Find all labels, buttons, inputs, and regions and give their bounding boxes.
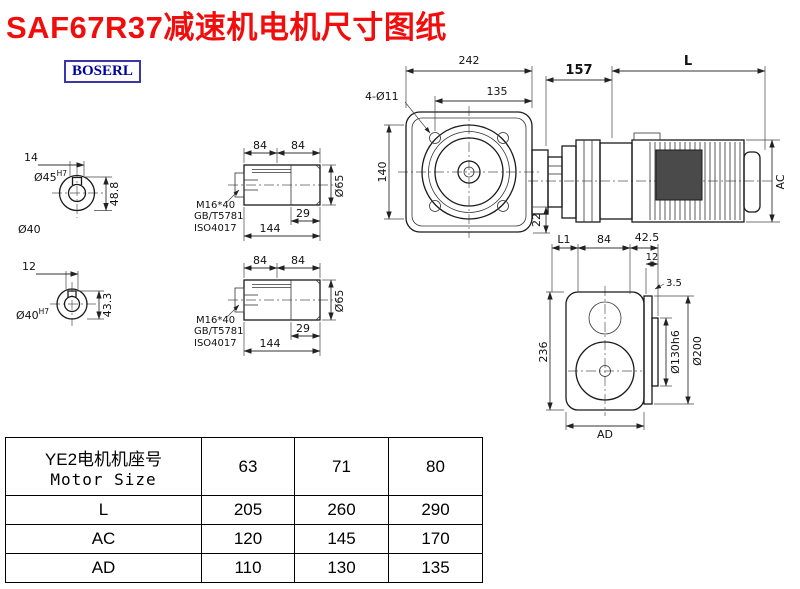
- dim-key-depth-48-8: 48.8: [108, 182, 121, 207]
- dim-d200: Ø200: [691, 336, 704, 366]
- dim-3-5: 3.5: [666, 278, 682, 289]
- dim-242: 242: [459, 54, 480, 67]
- dim-alt-bore-40: Ø40: [18, 223, 41, 236]
- dim-84b: 84: [291, 254, 305, 267]
- AC-value-71: 145: [294, 524, 389, 554]
- dim-AC: AC: [774, 174, 787, 189]
- dim-84a: 84: [253, 254, 267, 267]
- shaft2-outer-circle: [56, 288, 88, 320]
- bolt-spec: M16*40: [196, 200, 235, 211]
- dim-29: 29: [296, 322, 310, 335]
- shaft1-bore-circle: [67, 183, 87, 203]
- dim-AD: AD: [597, 428, 613, 441]
- L-value-80: 290: [388, 495, 483, 525]
- shaft1-bore-tol: H7: [57, 169, 68, 178]
- AC-value-63: 120: [201, 524, 295, 554]
- row-label-L: L: [5, 495, 202, 525]
- L-value-63: 205: [201, 495, 295, 525]
- table-row-AC: AC 120 145 170: [5, 524, 483, 554]
- shaft2-bore-circle: [63, 295, 81, 313]
- bolt-hole: [497, 200, 509, 212]
- output-flange-disc: [643, 295, 653, 405]
- motor-frame-label-en: Motor Size: [50, 469, 157, 489]
- dim-key-width-12: 12: [22, 260, 36, 273]
- dim-d65: Ø65: [333, 290, 346, 313]
- fan-cover: [743, 151, 761, 213]
- dim-144: 144: [260, 337, 281, 350]
- shaft2-bore-label: Ø40H7: [16, 307, 49, 322]
- AC-value-80: 170: [388, 524, 483, 554]
- gearbox-side-view: L1 84 42.5 12 3.5 236 AD Ø130h6 Ø200: [537, 231, 704, 441]
- shaft1-bore-label: Ø45H7: [34, 169, 67, 184]
- dim-42-5: 42.5: [635, 231, 660, 244]
- shaft-side-view-1: 84 84 29 144 Ø65 M16*40 GB/T5781 ISO4017: [194, 139, 346, 241]
- page-title: SAF67R37减速机电机尺寸图纸: [6, 10, 447, 45]
- shaft-hole-circle: [457, 160, 481, 184]
- dim-144: 144: [260, 222, 281, 235]
- motor-frame-label-cn: YE2电机机座号: [44, 449, 163, 469]
- dim-157: 157: [565, 63, 592, 78]
- dim-84: 84: [597, 233, 611, 246]
- gearbox-front-view: 242 135 4-Ø11 140 22: [365, 54, 550, 238]
- AD-value-80: 135: [388, 553, 483, 583]
- dim-d130: Ø130h6: [669, 330, 682, 374]
- bolt-hole: [429, 200, 441, 212]
- dim-84b: 84: [291, 139, 305, 152]
- table-row-L: L 205 260 290: [5, 495, 483, 525]
- bolt-hole: [429, 132, 441, 144]
- dim-key-width-14: 14: [24, 151, 38, 164]
- dim-140: 140: [376, 162, 389, 183]
- size-col-80: 80: [388, 437, 483, 496]
- dim-29: 29: [296, 207, 310, 220]
- AD-value-63: 110: [201, 553, 295, 583]
- bolt-spec: M16*40: [196, 315, 235, 326]
- shaft1-outer-circle: [58, 174, 96, 212]
- AD-value-71: 130: [294, 553, 389, 583]
- shaft2-bore-tol: H7: [39, 307, 50, 316]
- motor-side-view: 157 L AC: [528, 54, 787, 223]
- dim-d65: Ø65: [333, 175, 346, 198]
- table-header-row: YE2电机机座号 Motor Size 63 71 80: [5, 437, 483, 496]
- size-col-71: 71: [294, 437, 389, 496]
- shaft-side-view-2: 84 84 29 144 Ø65 M16*40 GB/T5781 ISO4017: [194, 254, 346, 356]
- size-col-63: 63: [201, 437, 295, 496]
- dim-84a: 84: [253, 139, 267, 152]
- shaft1-keyway: [71, 176, 83, 185]
- dim-L: L: [684, 54, 692, 69]
- terminal-box: [633, 132, 661, 141]
- table-row-AD: AD 110 130 135: [5, 553, 483, 583]
- shaft1-bore-dia: Ø45: [34, 171, 57, 184]
- dim-22: 22: [530, 213, 543, 227]
- dim-236: 236: [537, 342, 550, 363]
- row-label-AC: AC: [5, 524, 202, 554]
- dim-4xd11: 4-Ø11: [365, 90, 399, 103]
- L-value-71: 260: [294, 495, 389, 525]
- dimension-table: YE2电机机座号 Motor Size 63 71 80 L 205 260 2…: [5, 437, 483, 583]
- row-label-AD: AD: [5, 553, 202, 583]
- flange-spigot: [651, 317, 659, 387]
- shaft2-keyway: [67, 290, 77, 298]
- shaft-end-view-1: 14 Ø45H7 48.8 Ø40: [18, 151, 121, 236]
- dim-key-depth-43-3: 43.3: [101, 293, 114, 318]
- output-bore-circle: [575, 341, 635, 401]
- std-gb: GB/T5781: [194, 211, 244, 222]
- dim-135: 135: [487, 85, 508, 98]
- dim-L1: L1: [557, 233, 570, 246]
- motor-size-header-cell: YE2电机机座号 Motor Size: [5, 437, 202, 496]
- nameplate-block: [655, 149, 703, 201]
- std-iso: ISO4017: [194, 223, 237, 234]
- brand-logo: BOSERL: [64, 60, 141, 83]
- flange-outer-circle: [421, 124, 517, 220]
- bolt-hole: [497, 132, 509, 144]
- std-gb: GB/T5781: [194, 326, 244, 337]
- shaft2-bore-dia: Ø40: [16, 309, 39, 322]
- dim-12: 12: [646, 252, 659, 263]
- adapter-flange: [531, 149, 549, 215]
- std-iso: ISO4017: [194, 338, 237, 349]
- shaft-end-view-2: 12 Ø40H7 43.3: [16, 260, 114, 326]
